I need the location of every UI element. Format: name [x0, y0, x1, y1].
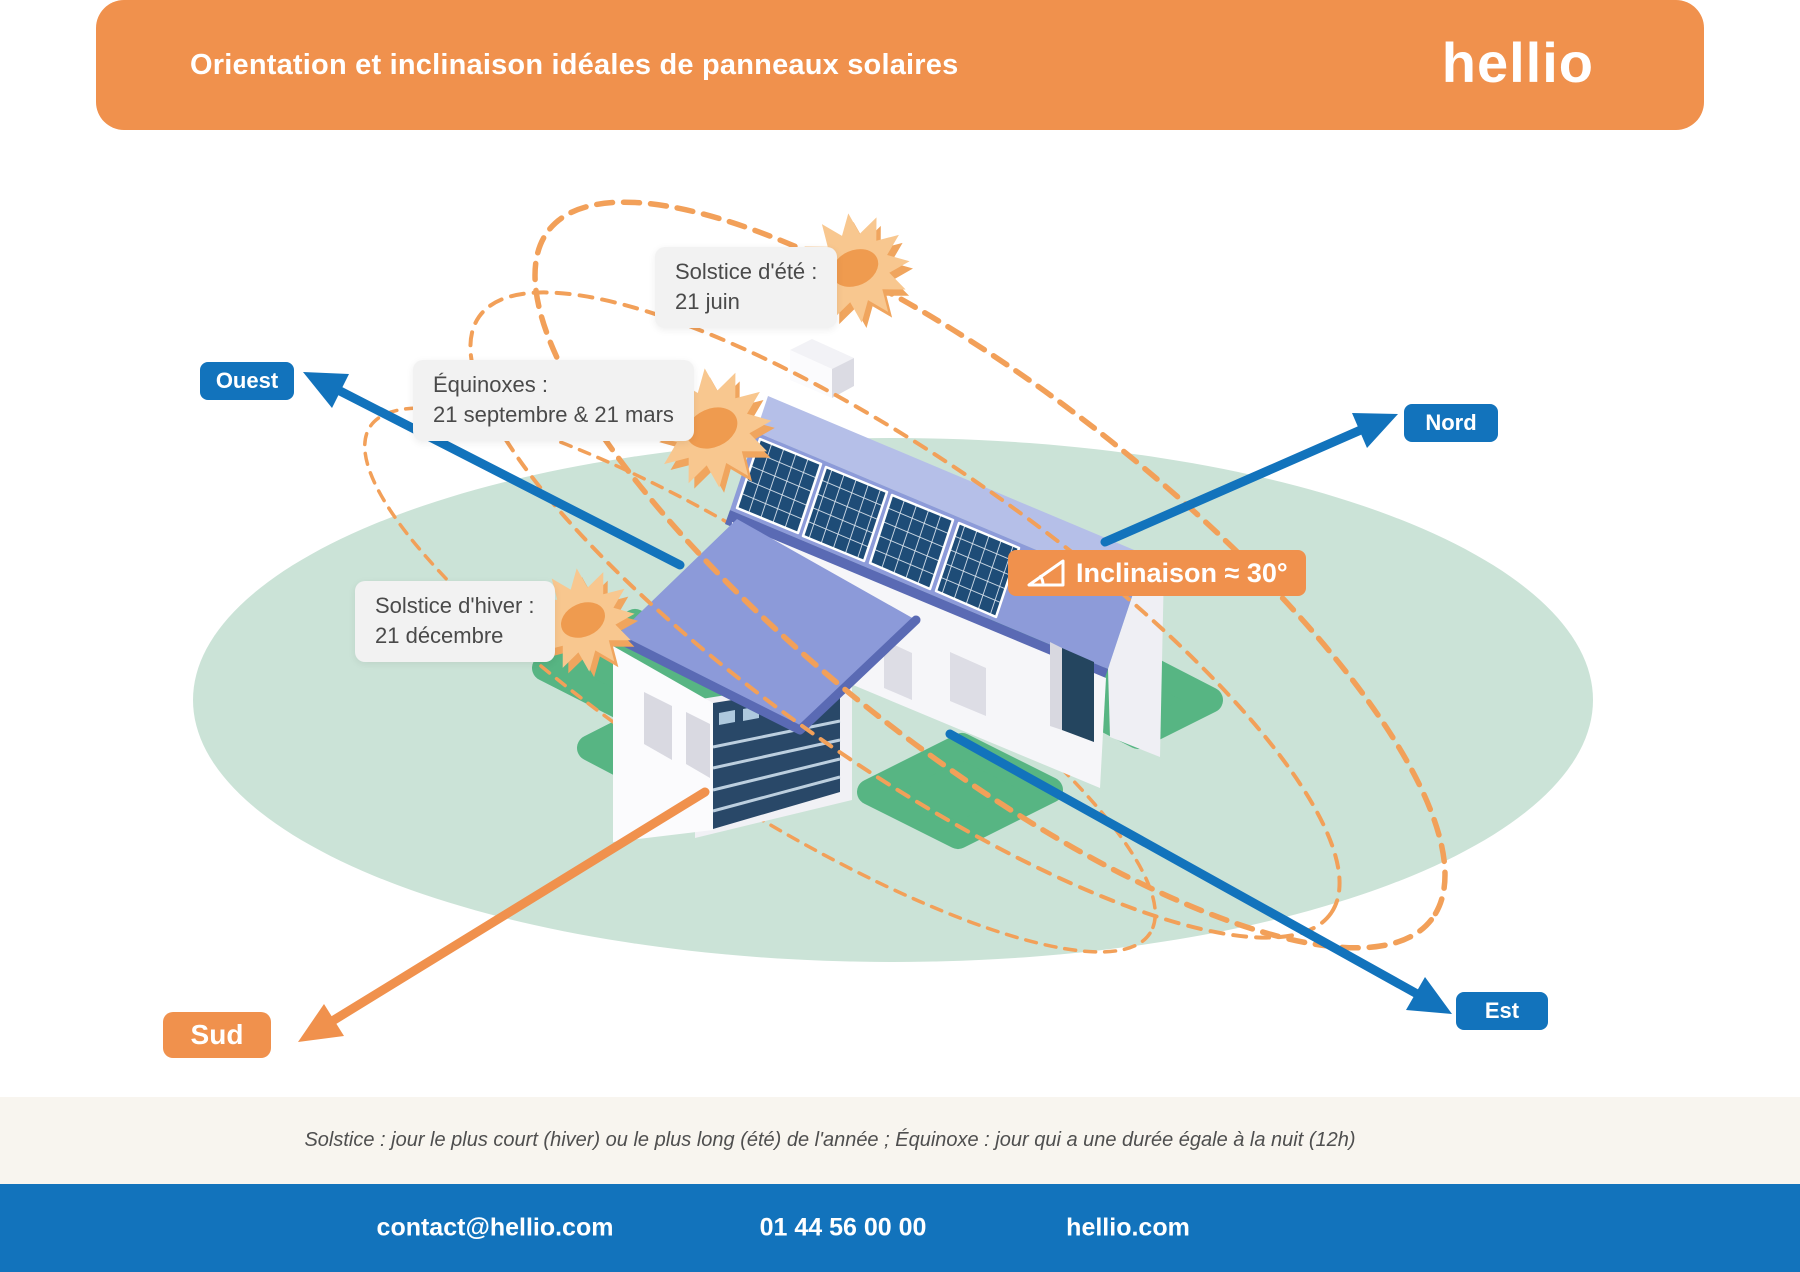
winter-solstice-line2: 21 décembre	[375, 623, 504, 649]
compass-arrows	[298, 372, 1452, 1042]
label-winter-solstice: Solstice d'hiver : 21 décembre	[355, 581, 555, 662]
hellio-logo: hellio	[1441, 30, 1594, 94]
entry-door	[1062, 648, 1094, 742]
equinoxes-line2: 21 septembre & 21 mars	[433, 402, 674, 428]
footer-website[interactable]: hellio.com	[1066, 1213, 1190, 1242]
equinoxes-line1: Équinoxes :	[433, 372, 548, 397]
south-badge: Sud	[163, 1012, 271, 1058]
page-title: Orientation et inclinaison idéales de pa…	[190, 48, 959, 81]
sun-icon-winter	[531, 568, 639, 678]
angle-icon	[1027, 559, 1065, 587]
header-bar: Orientation et inclinaison idéales de pa…	[96, 0, 1704, 130]
winter-solstice-line1: Solstice d'hiver :	[375, 593, 535, 618]
note-strip: Solstice : jour le plus court (hiver) ou…	[0, 1097, 1800, 1184]
west-arrow	[335, 386, 685, 570]
sun-path-summer	[532, 199, 1448, 951]
summer-solstice-line1: Solstice d'été :	[675, 259, 818, 284]
footer-email[interactable]: contact@hellio.com	[376, 1213, 614, 1242]
footer-bar: contact@hellio.com 01 44 56 00 00 hellio…	[0, 1184, 1800, 1272]
label-equinoxes: Équinoxes : 21 septembre & 21 mars	[413, 360, 694, 441]
solar-panels	[735, 437, 1021, 619]
west-badge: Ouest	[200, 362, 294, 400]
sun-path-equinox	[468, 290, 1342, 940]
summer-solstice-line2: 21 juin	[675, 289, 740, 315]
house	[610, 339, 1164, 842]
north-badge: Nord	[1404, 404, 1498, 442]
inclination-label: Inclinaison ≈ 30°	[1076, 557, 1288, 588]
note-text: Solstice : jour le plus court (hiver) ou…	[304, 1129, 1356, 1151]
south-arrow	[329, 787, 710, 1025]
east-arrow	[945, 729, 1424, 1000]
north-arrow	[1100, 424, 1368, 547]
label-summer-solstice: Solstice d'été : 21 juin	[655, 247, 838, 328]
east-badge: Est	[1456, 992, 1548, 1030]
inclination-badge: Inclinaison ≈ 30°	[1008, 550, 1306, 596]
footer-phone: 01 44 56 00 00	[759, 1213, 927, 1242]
